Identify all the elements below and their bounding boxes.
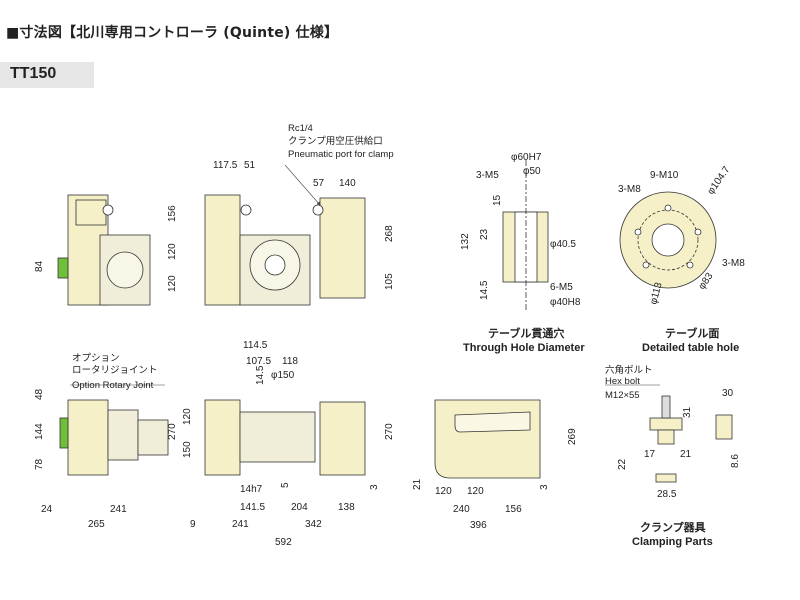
dim-120b: 120 [167, 275, 178, 292]
dim-120d: 120 [435, 486, 452, 497]
front-view-bottom [204, 399, 366, 476]
dim-270a: 270 [167, 423, 178, 440]
option-line1: オプション [72, 353, 120, 364]
dim-84: 84 [34, 260, 45, 272]
dim-104-7: φ104.7 [705, 164, 732, 196]
dim-107-5: 107.5 [246, 356, 271, 367]
dim-114-5: 114.5 [243, 340, 268, 351]
dim-269: 269 [567, 428, 578, 445]
caption-through-jp: テーブル貫通穴 [488, 326, 564, 340]
dim-21b: 21 [680, 449, 692, 460]
dim-78: 78 [34, 458, 45, 470]
dim-28-5: 28.5 [657, 489, 677, 500]
dim-138: 138 [338, 502, 355, 513]
dim-17: 17 [644, 449, 656, 460]
front-view-top [204, 194, 366, 306]
dim-342: 342 [305, 519, 322, 530]
dim-120c: 120 [182, 408, 193, 425]
dim-270b: 270 [384, 423, 395, 440]
dim-9m10: 9-M10 [650, 170, 679, 181]
dim-241b: 241 [232, 519, 249, 530]
caption-through-en: Through Hole Diameter [463, 342, 585, 354]
dim-592: 592 [275, 537, 292, 548]
dim-3m5: 3-M5 [476, 170, 499, 181]
dim-31: 31 [682, 406, 693, 418]
dim-117-5: 117.5 [213, 160, 238, 171]
model-label: TT150 [10, 65, 57, 82]
hexbolt-line1: 六角ボルト [605, 364, 653, 376]
dim-3m8a: 3-M8 [618, 184, 641, 195]
dim-40-5: φ40.5 [550, 239, 576, 250]
dim-268: 268 [384, 225, 395, 242]
dim-265: 265 [88, 519, 105, 530]
hexbolt-line3: M12×55 [605, 390, 640, 401]
dim-6m5: 6-M5 [550, 282, 573, 293]
dim-120a: 120 [167, 243, 178, 260]
side-view-right [434, 399, 541, 479]
dim-9: 9 [190, 519, 196, 530]
dim-5: 5 [280, 482, 291, 488]
dim-105: 105 [384, 273, 395, 290]
dim-15: 15 [492, 194, 503, 206]
dim-3m8b: 3-M8 [722, 258, 745, 269]
dim-132: 132 [460, 233, 471, 250]
dim-23: 23 [479, 228, 490, 240]
dim-40h8: φ40H8 [550, 297, 581, 308]
dim-22: 22 [617, 458, 628, 470]
hexbolt-line2: Hex bolt [605, 376, 640, 387]
dim-30: 30 [722, 388, 734, 399]
dim-50: φ50 [523, 166, 541, 177]
port-line3: Pneumatic port for clamp [288, 149, 394, 160]
dim-8-6: 8.6 [730, 454, 741, 468]
dim-156: 156 [167, 205, 178, 222]
dim-14h7: 14h7 [240, 484, 263, 495]
caption-clamp-jp: クランプ器具 [640, 520, 706, 534]
dim-60h7: φ60H7 [511, 152, 542, 163]
dim-14-5a: 14.5 [479, 280, 490, 300]
dim-120e: 120 [467, 486, 484, 497]
dim-204: 204 [291, 502, 308, 513]
dim-396: 396 [470, 520, 487, 531]
caption-clamp-en: Clamping Parts [632, 536, 713, 548]
through-hole-view [502, 160, 549, 310]
dim-144: 144 [34, 423, 45, 440]
side-view-top [57, 194, 151, 306]
table-face-view [619, 191, 717, 289]
dim-14-5b: 14.5 [255, 365, 266, 385]
dim-150c: φ150 [271, 370, 295, 381]
caption-table-en: Detailed table hole [642, 342, 739, 354]
dim-48: 48 [34, 388, 45, 400]
clamping-parts [649, 395, 733, 483]
dim-21: 21 [412, 478, 423, 490]
dim-51: 51 [244, 160, 256, 171]
option-line3: Option Rotary Joint [72, 380, 154, 391]
dim-118: 118 [282, 356, 298, 367]
caption-table-jp: テーブル面 [665, 326, 719, 340]
dim-3a: 3 [369, 484, 380, 490]
dim-3b: 3 [539, 484, 550, 490]
page-title: ■寸法図【北川専用コントローラ (Quinte) 仕様】 [6, 25, 339, 41]
dim-24: 24 [41, 504, 53, 515]
model-tab: TT150 [0, 62, 94, 88]
port-line2: クランプ用空圧供給口 [288, 135, 383, 147]
dim-141-5: 141.5 [240, 502, 265, 513]
dim-140: 140 [339, 178, 356, 189]
dim-150: 150 [182, 441, 193, 458]
dim-57: 57 [313, 178, 325, 189]
dim-240: 240 [453, 504, 470, 515]
option-line2: ロータリジョイント [72, 365, 158, 376]
side-view-bottom [59, 399, 169, 476]
port-line1: Rc1/4 [288, 123, 313, 134]
dim-156b: 156 [505, 504, 522, 515]
dim-241a: 241 [110, 504, 127, 515]
